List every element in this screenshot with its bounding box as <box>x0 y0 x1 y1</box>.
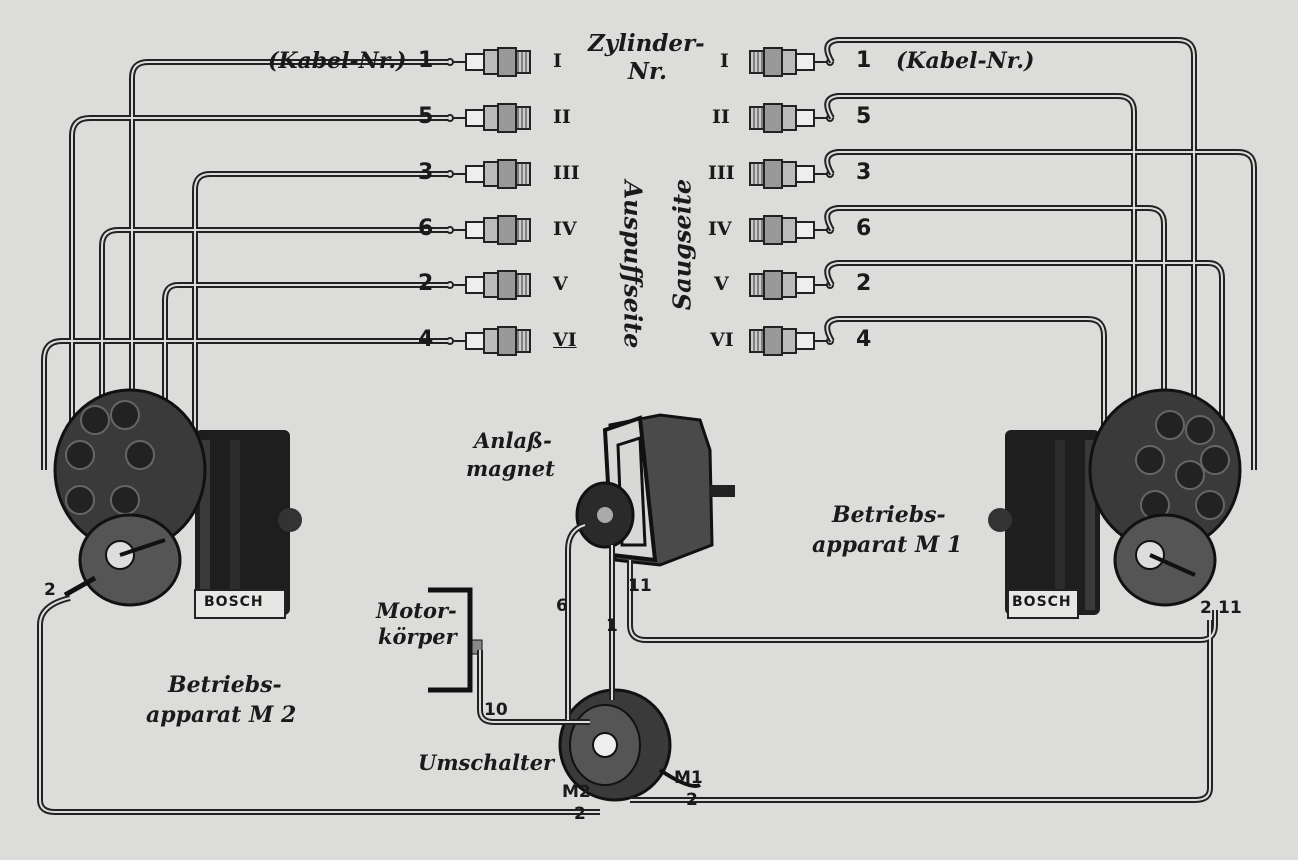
left-plug-2 <box>446 103 531 133</box>
motor-label-line1: Motor- <box>376 598 457 623</box>
right-plug-6 <box>749 326 834 356</box>
magneto-m2 <box>53 388 302 619</box>
right-plug-3 <box>749 159 834 189</box>
zylinder-label-line2: Nr. <box>628 58 668 85</box>
bosch-right-label: BOSCH <box>1012 594 1072 610</box>
left-cyl-2: II <box>553 106 571 128</box>
left-cable-4: 6 <box>418 216 434 241</box>
wire-2-right-mag-label: 2 <box>1200 598 1212 618</box>
right-cable-6: 4 <box>856 327 872 352</box>
right-cable-3: 3 <box>856 160 872 185</box>
wire-6-label: 6 <box>556 596 568 616</box>
left-plug-5 <box>446 270 531 300</box>
betriebs-m1-label-line2: apparat M 1 <box>812 532 963 558</box>
left-cyl-1: I <box>553 50 562 72</box>
left-cable-3: 3 <box>418 160 434 185</box>
right-plug-1 <box>749 47 834 77</box>
wire-2-bottom-left-label: 2 <box>574 804 586 824</box>
right-plug-2 <box>749 103 834 133</box>
wire-2-left-label: 2 <box>44 580 56 600</box>
right-plug-5 <box>749 270 834 300</box>
zylinder-label-line1: Zylinder- <box>588 30 705 57</box>
m1-label: M1 <box>674 768 703 788</box>
right-spark-plugs <box>749 47 834 356</box>
left-cable-6: 4 <box>418 327 434 352</box>
left-cyl-3: III <box>553 162 580 184</box>
right-cable-2: 5 <box>856 104 872 129</box>
right-cable-5: 2 <box>856 271 872 296</box>
cable-nr-right-label: (Kabel-Nr.) <box>896 48 1035 74</box>
motor-label-line2: körper <box>378 624 457 649</box>
right-cable-4: 6 <box>856 216 872 241</box>
left-cables <box>41 59 448 470</box>
anlass-label-line1: Anlaß- <box>474 428 552 453</box>
left-spark-plugs <box>446 47 531 356</box>
left-cable-2: 5 <box>418 104 434 129</box>
wire-10-label: 10 <box>484 700 508 720</box>
left-cable-5: 2 <box>418 271 434 296</box>
right-cables <box>824 37 1257 470</box>
left-plug-6 <box>446 326 531 356</box>
left-cyl-5: V <box>553 273 568 295</box>
lower-cables <box>37 522 1218 815</box>
right-cyl-5: V <box>714 273 729 295</box>
right-cyl-6: VI <box>710 329 734 351</box>
left-cable-1: 1 <box>418 48 434 73</box>
betriebs-m2-label-line2: apparat M 2 <box>146 702 297 728</box>
starting-magnet <box>575 413 735 567</box>
right-cyl-1: I <box>720 50 729 72</box>
wire-11-upper-label: 11 <box>628 576 652 596</box>
left-plug-1 <box>446 47 531 77</box>
right-cyl-3: III <box>708 162 735 184</box>
betriebs-m1-label-line1: Betriebs- <box>832 502 946 528</box>
cable-nr-left-label: (Kabel-Nr.) <box>268 48 407 74</box>
right-cyl-2: II <box>712 106 730 128</box>
anlass-label-line2: magnet <box>466 456 555 481</box>
left-cyl-4: IV <box>553 218 577 240</box>
magneto-m1 <box>988 388 1242 619</box>
right-cable-1: 1 <box>856 48 872 73</box>
umschalter-label: Umschalter <box>418 750 555 775</box>
wire-1-label: 1 <box>606 616 618 636</box>
left-plug-4 <box>446 215 531 245</box>
right-cyl-4: IV <box>708 218 732 240</box>
betriebs-m2-label-line1: Betriebs- <box>168 672 282 698</box>
saugseite-label: Saugseite <box>667 178 697 311</box>
m2-label: M2 <box>562 782 591 802</box>
auspuffseite-label: Auspuffseite <box>618 180 648 349</box>
wire-11-right-mag-label: 11 <box>1218 598 1242 618</box>
left-cyl-6: VI <box>553 329 577 351</box>
right-plug-4 <box>749 215 834 245</box>
bosch-left-label: BOSCH <box>204 594 264 610</box>
left-plug-3 <box>446 159 531 189</box>
wire-2-bottom-right-label: 2 <box>686 790 698 810</box>
